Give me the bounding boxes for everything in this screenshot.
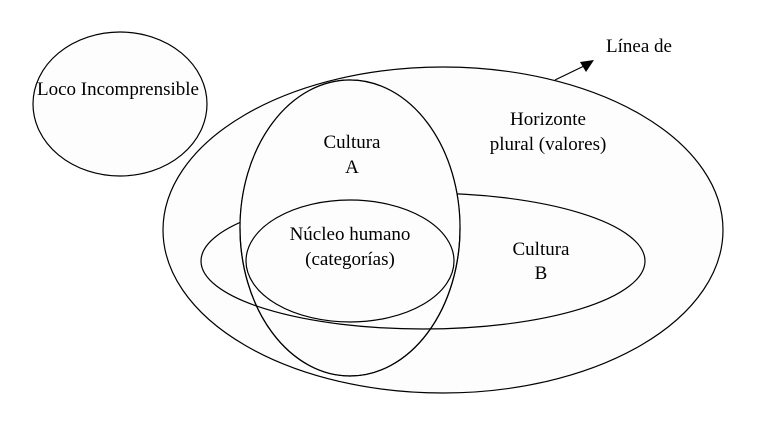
horizonte-label-2: plural (valores)	[490, 134, 607, 155]
arrow-head-icon	[580, 60, 594, 72]
nucleo-ellipse	[245, 199, 455, 323]
cultura-a-upper-fill	[240, 80, 460, 228]
cultura-a-label-1: Cultura	[324, 132, 382, 153]
horizonte-label-1: Horizonte	[510, 109, 586, 130]
loco-ellipse	[32, 31, 208, 177]
cultura-a-outline	[239, 79, 461, 377]
arrow-label: Línea de	[606, 36, 672, 57]
cultura-a-label-2: A	[345, 157, 359, 178]
loco-label: Loco Incomprensible	[37, 79, 199, 100]
cultura-b-label-2: B	[535, 263, 548, 284]
cultura-b-label-1: Cultura	[513, 239, 571, 260]
nucleo-label-1: Núcleo humano	[290, 224, 411, 245]
arrow-line	[554, 65, 585, 81]
nucleo-label-2: (categorías)	[305, 249, 395, 270]
